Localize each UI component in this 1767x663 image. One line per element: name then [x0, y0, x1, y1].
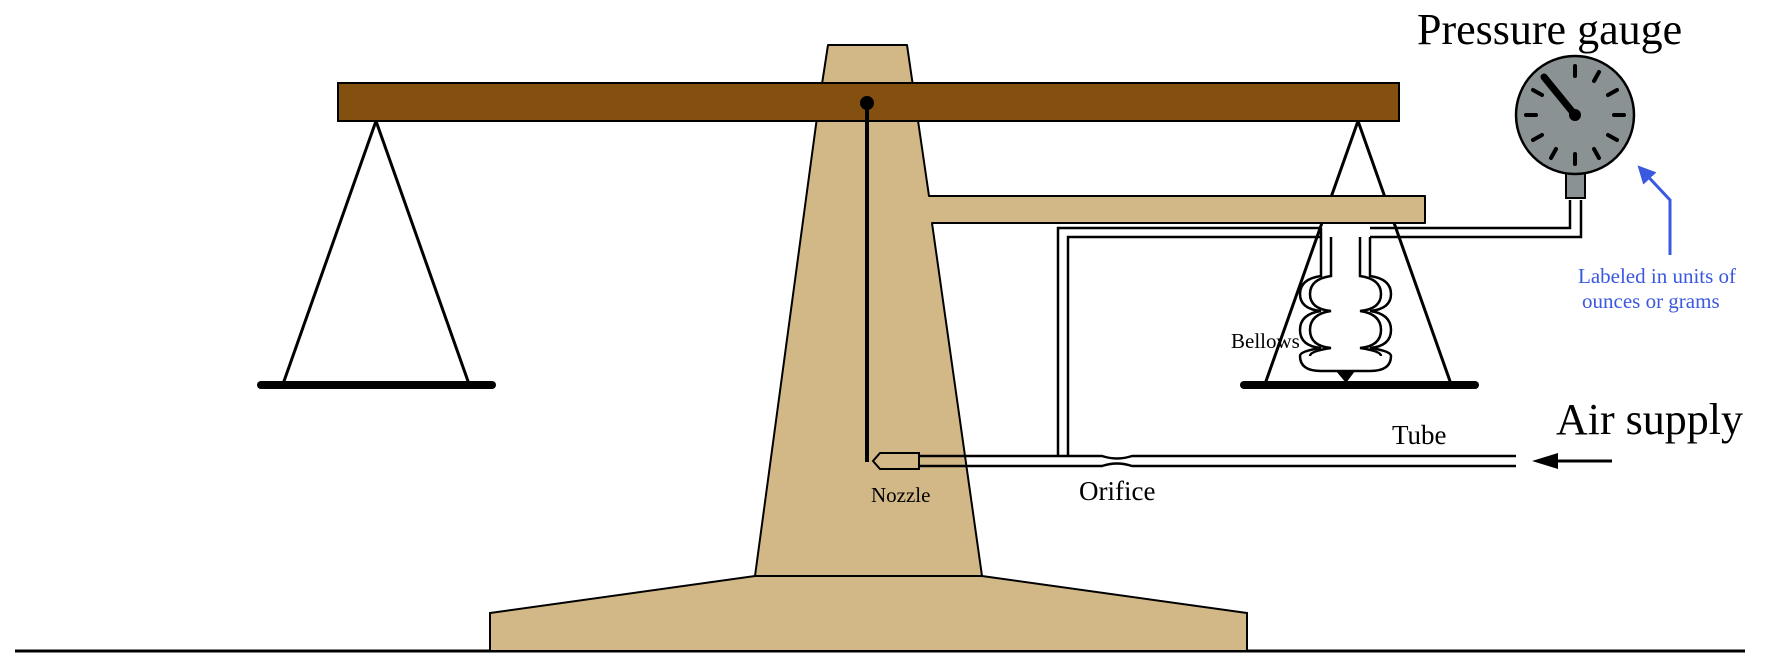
gauge-note-line2: ounces or grams: [1582, 289, 1720, 313]
arrow-up-left-icon: [1637, 165, 1672, 255]
pressure-gauge-icon: [1514, 54, 1636, 199]
gauge-note-line1: Labeled in units of: [1578, 264, 1736, 288]
nozzle-label: Nozzle: [871, 483, 930, 507]
signal-tube: [1056, 200, 1583, 456]
stand-base: [489, 575, 1248, 652]
nozzle: [871, 452, 920, 470]
stand-arm: [928, 197, 1424, 222]
bellows-label: Bellows: [1231, 329, 1300, 353]
arrow-left-icon: [1532, 453, 1612, 469]
left-pan: [257, 120, 496, 389]
right-pan: [1240, 120, 1479, 389]
orifice-label: Orifice: [1079, 476, 1155, 506]
pressure-gauge-label: Pressure gauge: [1417, 5, 1682, 54]
air-tube: [919, 454, 1516, 468]
tube-label: Tube: [1392, 420, 1447, 450]
air-supply-label: Air supply: [1556, 395, 1743, 444]
bellows: [1298, 237, 1393, 383]
